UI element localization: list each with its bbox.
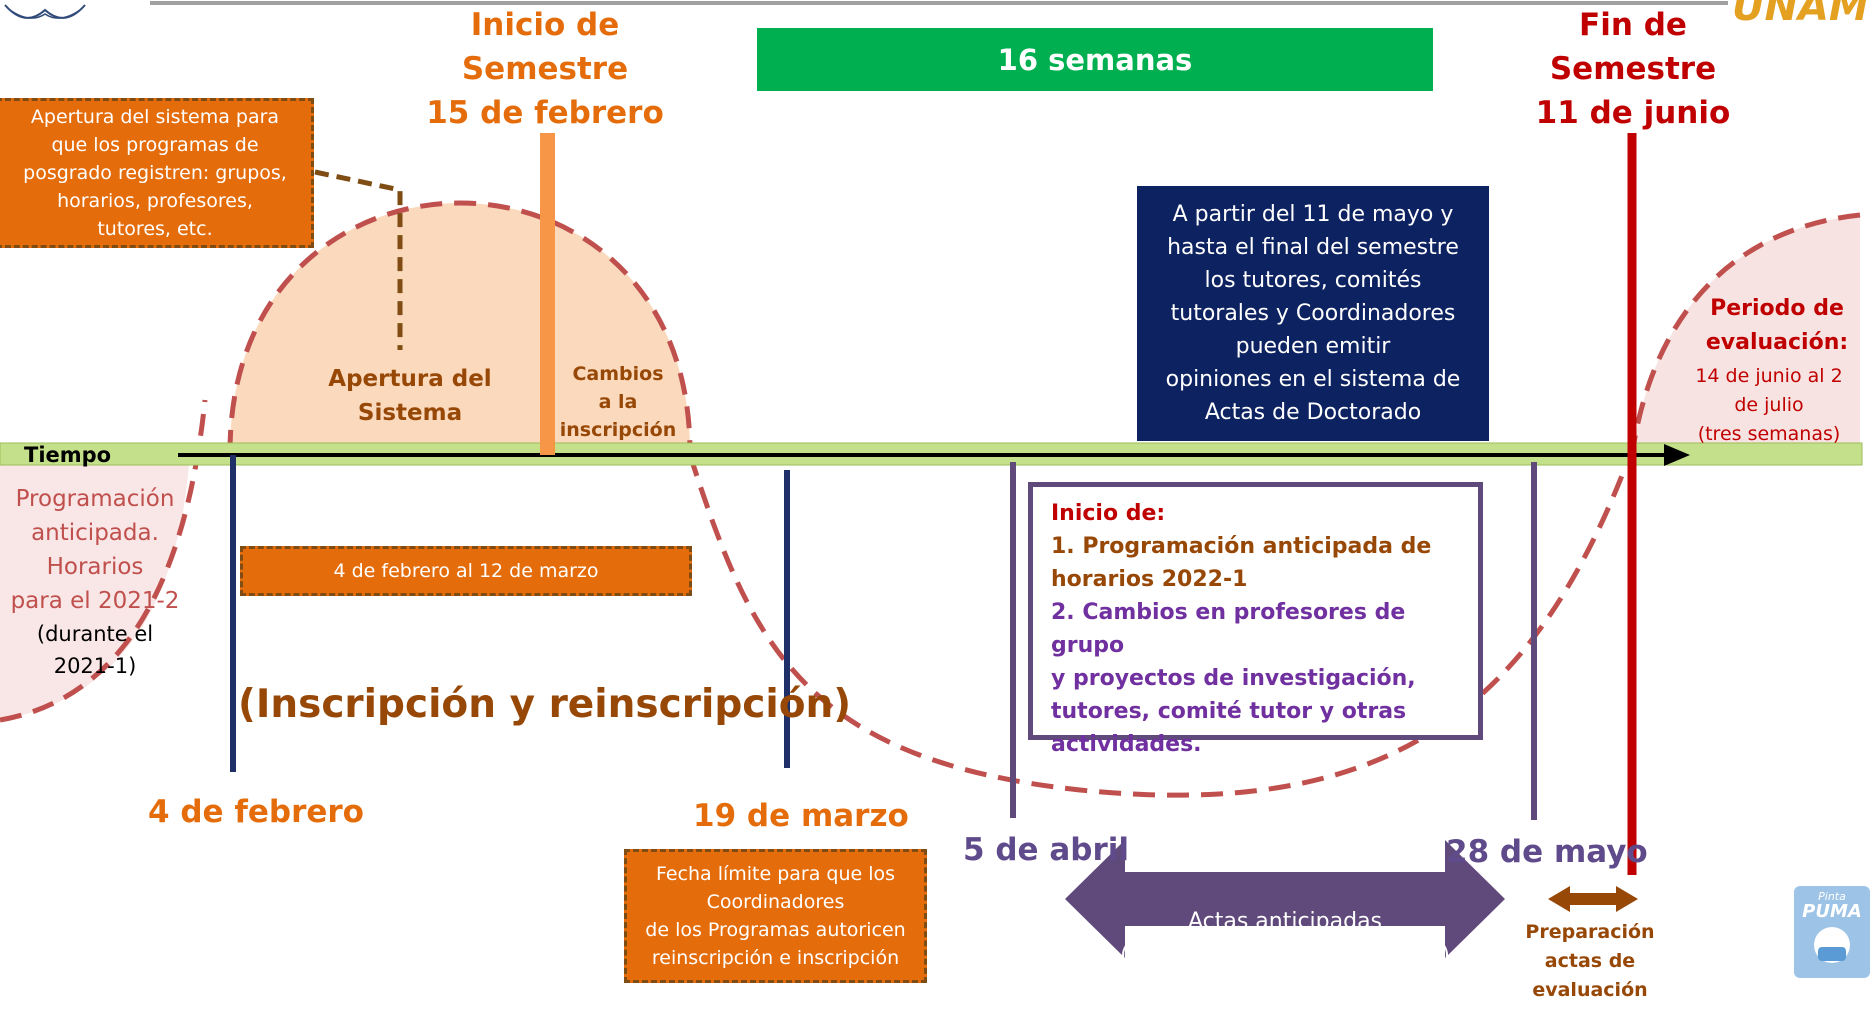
end-line2: Semestre [1549, 51, 1717, 87]
left-pink-shape [0, 450, 190, 720]
prep-line: actas de [1544, 950, 1636, 972]
start-of-box: Inicio de: 1. Programación anticipada de… [1028, 482, 1483, 757]
opinions-line: opiniones en el sistema de [1165, 367, 1461, 392]
during-line: (durante el [36, 622, 154, 646]
opinions-line: pueden emitir [1235, 334, 1391, 359]
system-note-line: Apertura del sistema para [30, 106, 280, 128]
right-pink-shape [1632, 215, 1860, 455]
opinions-line: tutorales y Coordinadores [1170, 301, 1456, 326]
semester-end-heading: Fin de Semestre 11 de junio [1518, 3, 1748, 135]
system-open-note: Apertura del sistema para que los progra… [0, 98, 314, 248]
eval-title-line: evaluación: [1705, 330, 1849, 355]
during-label: (durante el 2021-1) [15, 618, 175, 682]
time-arrowhead [1664, 444, 1690, 466]
mask-face-icon [1814, 927, 1850, 963]
early-line: Horarios [46, 554, 144, 580]
eval-date-line: (tres semanas) [1697, 423, 1841, 445]
early-line: Programación [15, 486, 175, 512]
system-open-label: Apertura del Sistema [320, 362, 500, 430]
actas-double-arrow [1065, 840, 1505, 958]
university-seal-icon [0, 0, 90, 30]
opinions-line: A partir del 11 de mayo y [1172, 202, 1454, 227]
date-apr5: 5 de abril [963, 832, 1130, 868]
time-label: Tiempo [24, 443, 112, 467]
opinions-line: Actas de Doctorado [1204, 400, 1422, 425]
actas-anticipadas-label: Actas anticipadas (act. académicas sin c… [1105, 905, 1465, 973]
changes-line: Cambios [572, 363, 664, 385]
deadline-line: reinscripción e inscripción [651, 947, 900, 969]
end-line3: 11 de junio [1535, 95, 1731, 131]
enrollment-range-text: 4 de febrero al 12 de marzo [333, 560, 599, 582]
during-line: 2021-1) [53, 654, 137, 678]
opinions-line: los tutores, comités [1204, 268, 1422, 293]
eval-date-line: 14 de junio al 2 [1695, 365, 1843, 387]
system-note-line: horarios, profesores, [57, 190, 253, 212]
date-may28: 28 de mayo [1446, 834, 1648, 870]
start-line3: 15 de febrero [426, 95, 664, 131]
start-semester-bar [540, 133, 555, 455]
system-note-line: tutores, etc. [97, 218, 213, 240]
puma-logo-icon: Pinta PUMA [1794, 886, 1870, 978]
evaluation-period-title: Periodo de evaluación: [1680, 292, 1874, 360]
start-of-item2: y proyectos de investigación, [1051, 666, 1416, 691]
early-scheduling-label: Programación anticipada. Horarios para e… [0, 482, 190, 618]
start-of-item2: tutores, comité tutor y otras [1051, 699, 1407, 724]
logo-text: PUMA [1802, 901, 1862, 922]
system-note-line: que los programas de [51, 134, 259, 156]
enrollment-range-box: 4 de febrero al 12 de marzo [240, 546, 692, 596]
eval-title-line: Periodo de [1710, 296, 1844, 321]
actas-line: Actas anticipadas [1187, 909, 1383, 934]
date-mar19: 19 de marzo [693, 798, 909, 834]
start-line2: Semestre [461, 51, 629, 87]
start-of-item1: horarios 2022-1 [1051, 567, 1248, 592]
enrollment-title: (Inscripción y reinscripción) [238, 682, 852, 727]
system-note-line: posgrado registren: grupos, [23, 162, 287, 184]
end-line1: Fin de [1579, 7, 1687, 43]
start-of-title: Inicio de: [1051, 501, 1166, 526]
system-open-line: Apertura del [328, 366, 492, 392]
evaluation-arc [1629, 212, 1861, 456]
deadline-note: Fecha límite para que los Coordinadores … [624, 849, 927, 983]
preparation-label: Preparación actas de evaluación [1520, 918, 1660, 1005]
prep-line: Preparación [1525, 921, 1655, 943]
enrollment-semicircle [230, 203, 690, 452]
start-of-item2: actividades. [1051, 732, 1202, 757]
semester-start-heading: Inicio de Semestre 15 de febrero [410, 3, 680, 135]
logo-subtitle: Pinta [1818, 890, 1846, 903]
early-line: anticipada. [31, 520, 159, 546]
semester-arc [687, 454, 1633, 798]
sixteen-weeks-label: 16 semanas [997, 42, 1193, 77]
sixteen-weeks-banner: 16 semanas [757, 28, 1433, 91]
left-dashed-arc [0, 399, 208, 723]
opinions-line: hasta el final del semestre [1167, 235, 1459, 260]
system-note-connector [314, 169, 403, 350]
start-of-item1: 1. Programación anticipada de [1051, 534, 1432, 559]
system-open-line: Sistema [357, 400, 463, 426]
enrollment-changes-label: Cambios a la inscripción [556, 360, 680, 444]
opinions-note: A partir del 11 de mayo y hasta el final… [1137, 186, 1489, 441]
preparation-double-arrow [1548, 886, 1638, 912]
actas-line: (act. académicas sin créditos) [1120, 943, 1450, 968]
eval-date-line: de julio [1734, 394, 1804, 416]
changes-line: inscripción [559, 419, 677, 441]
deadline-line: Coordinadores [706, 891, 845, 913]
enrollment-arc [227, 200, 693, 453]
date-feb4: 4 de febrero [148, 794, 364, 830]
deadline-line: Fecha límite para que los [655, 863, 896, 885]
evaluation-period-dates: 14 de junio al 2 de julio (tres semanas) [1672, 362, 1866, 449]
prep-line: evaluación [1532, 979, 1648, 1001]
start-of-item2: 2. Cambios en profesores de grupo [1051, 600, 1406, 658]
unam-label: UNAM [1732, 0, 1869, 30]
deadline-line: de los Programas autoricen [645, 919, 906, 941]
early-line: para el 2021-2 [10, 588, 180, 614]
start-line1: Inicio de [470, 7, 620, 43]
changes-line: a la [598, 391, 638, 413]
